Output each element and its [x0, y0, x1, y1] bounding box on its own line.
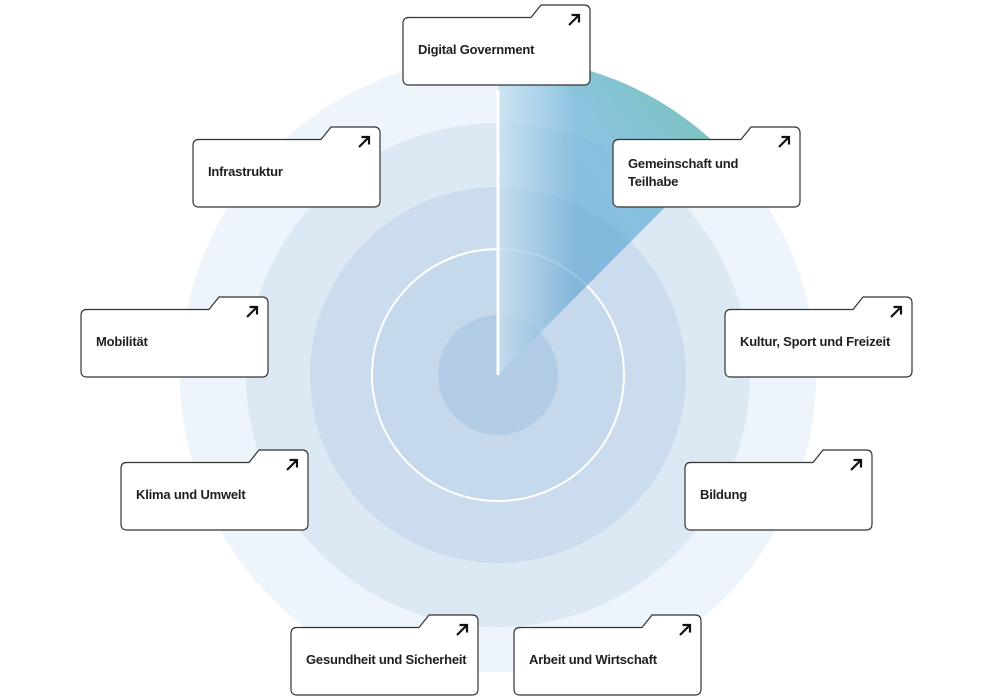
category-card-mobilitaet[interactable]: Mobilität [80, 296, 269, 378]
radar-diagram [180, 57, 816, 672]
arrow-up-right-icon [358, 135, 371, 148]
category-label: Klima und Umwelt [136, 487, 246, 502]
folder-shape [402, 4, 591, 86]
highlight-sector-fade [498, 57, 722, 375]
category-card-kultur-sport-und-freizeit[interactable]: Kultur, Sport und Freizeit [724, 296, 913, 378]
category-card-infrastruktur[interactable]: Infrastruktur [192, 126, 381, 208]
arrow-up-right-icon [890, 305, 903, 318]
arrow-up-right-icon [246, 305, 259, 318]
category-card-digital-government[interactable]: Digital Government [402, 4, 591, 86]
folder-shape [684, 449, 873, 531]
folder-shape [120, 449, 309, 531]
category-card-bildung[interactable]: Bildung [684, 449, 873, 531]
category-label: Infrastruktur [208, 164, 283, 179]
arrow-up-right-icon [568, 13, 581, 26]
category-card-gemeinschaft-und-teilhabe[interactable]: Gemeinschaft und Teilhabe [612, 126, 801, 208]
arrow-up-right-icon [778, 135, 791, 148]
category-card-gesundheit-und-sicherheit[interactable]: Gesundheit und Sicherheit [290, 614, 479, 696]
folder-shape [724, 296, 913, 378]
category-label: Digital Government [418, 42, 535, 57]
category-card-klima-und-umwelt[interactable]: Klima und Umwelt [120, 449, 309, 531]
category-label: Gesundheit und Sicherheit [306, 652, 467, 667]
category-label: Arbeit und Wirtschaft [529, 652, 657, 667]
arrow-up-right-icon [679, 623, 692, 636]
category-label: Mobilität [96, 334, 148, 349]
arrow-up-right-icon [456, 623, 469, 636]
arrow-up-right-icon [850, 458, 863, 471]
arrow-up-right-icon [286, 458, 299, 471]
category-label: Kultur, Sport und Freizeit [740, 334, 891, 349]
category-label: Bildung [700, 487, 747, 502]
folder-shape [192, 126, 381, 208]
folder-shape [80, 296, 269, 378]
folder-shape [612, 126, 801, 208]
category-label: Gemeinschaft und Teilhabe [628, 156, 739, 189]
category-card-arbeit-und-wirtschaft[interactable]: Arbeit und Wirtschaft [513, 614, 702, 696]
